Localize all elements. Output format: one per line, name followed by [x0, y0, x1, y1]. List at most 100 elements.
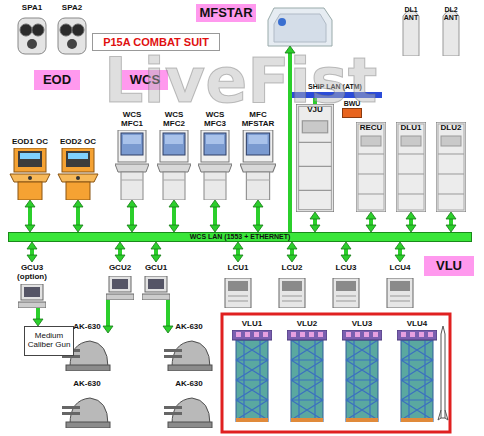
arrow-head [73, 200, 83, 207]
node-label: WCS MFC1 [115, 111, 149, 129]
connector-line [213, 206, 217, 226]
text-holder: GCU2 [104, 264, 136, 273]
arrow-head [366, 212, 376, 219]
node-label: VLU2 [287, 320, 327, 329]
device-box: VLU4 [397, 330, 437, 422]
bus-connector [33, 308, 43, 326]
text-holder: LCU4 [384, 264, 416, 273]
text-holder: VLU4 [397, 320, 437, 329]
text-holder: RECU [356, 124, 386, 133]
text-holder: AK-630 [62, 323, 112, 332]
node-label: EOD1 OC [8, 138, 52, 147]
text-holder: LCU2 [276, 264, 308, 273]
text-holder: WCS MFC3 [198, 111, 232, 129]
node-label: DLU2 [436, 124, 466, 133]
connector-line [28, 206, 32, 226]
bus-connector [115, 242, 125, 262]
connector-line [449, 218, 453, 226]
text-holder: SPA2 [54, 4, 90, 13]
text-holder: SHIP LAN (ATM) [288, 83, 382, 91]
connector-line [290, 248, 294, 256]
arrow-head [341, 242, 351, 249]
bus-connector [341, 242, 351, 262]
arrow-head [103, 326, 113, 333]
node-label: AK-630 [164, 323, 214, 332]
bus-connector [210, 200, 220, 232]
connector-line [344, 248, 348, 256]
node-label: SPA2 [54, 4, 90, 13]
device-box: VLU2 [287, 330, 327, 422]
connector-line [398, 248, 402, 256]
connector-line [236, 248, 240, 256]
device-box: DLU1 [396, 122, 426, 212]
node-label: SPA1 [14, 4, 50, 13]
arrow-head [253, 225, 263, 232]
connector-line [130, 206, 134, 226]
arrow-head [27, 255, 37, 262]
arrow-head [33, 319, 43, 326]
connector-line [313, 218, 317, 226]
arrow-head [233, 242, 243, 249]
device-box: AK-630 [164, 333, 214, 371]
device-box: AK-630 [62, 333, 112, 371]
bus-connector [73, 200, 83, 232]
arrow-head [406, 212, 416, 219]
group-tag: VLU [424, 256, 474, 276]
arrow-head [127, 200, 137, 207]
bus-connector [366, 212, 376, 232]
connector-line [118, 248, 122, 256]
node-label: EOD [34, 73, 80, 87]
connector-line [106, 300, 110, 327]
connector-line [172, 206, 176, 226]
node-label: DLU1 [396, 124, 426, 133]
node-label: DL1 ANT [400, 6, 422, 21]
connector-line [30, 248, 34, 256]
device-box: WCS MFC2 [157, 130, 191, 200]
node-label: WCS MFC3 [198, 111, 232, 129]
connector-line [369, 218, 373, 226]
device-box: LCU2 [276, 262, 308, 308]
device-box: DL1 ANT [400, 4, 422, 56]
device-box: VLU1 [232, 330, 272, 422]
text-holder: EOD [34, 73, 80, 87]
device-box: LCU3 [330, 262, 362, 308]
bus-connector [287, 242, 297, 262]
ship-lan-bar: SHIP LAN (ATM) [288, 92, 382, 98]
text-holder: LCU3 [330, 264, 362, 273]
bus-connector [233, 242, 243, 262]
arrow-head [341, 255, 351, 262]
text-holder: Medium Caliber Gun [25, 332, 73, 350]
group-tag: WCS [122, 70, 168, 90]
bus-connector [163, 300, 173, 333]
node-label: LCU1 [222, 264, 254, 273]
text-holder: WCS [122, 73, 168, 87]
bus-connector [446, 212, 456, 232]
text-holder: AK-630 [62, 380, 112, 389]
text-holder: VLU2 [287, 320, 327, 329]
device-box: EOD1 OC [8, 148, 52, 200]
device-box: GCU3 (option) [12, 262, 52, 308]
gun-box: Medium Caliber Gun [24, 326, 74, 356]
text-holder: VLU3 [342, 320, 382, 329]
bus-connector [27, 242, 37, 262]
device-box: EOD2 OC [56, 148, 100, 200]
connector-line [256, 206, 260, 226]
node-label: BWU [343, 100, 361, 108]
device-box: GCU2 [104, 262, 136, 300]
bus-connector [310, 212, 320, 232]
node-label: GCU1 [140, 264, 172, 273]
arrow-head [253, 200, 263, 207]
bus-connector [315, 98, 316, 104]
arrow-head [446, 212, 456, 219]
bus-connector [127, 200, 137, 232]
connector-line [154, 248, 158, 256]
node-label: VLU1 [232, 320, 272, 329]
arrow-head [151, 242, 161, 249]
node-label: GCU2 [104, 264, 136, 273]
bus-connector [25, 200, 35, 232]
text-holder: WCS MFC1 [115, 111, 149, 129]
arrow-head [406, 225, 416, 232]
node-label: SHIP LAN (ATM) [288, 83, 382, 91]
